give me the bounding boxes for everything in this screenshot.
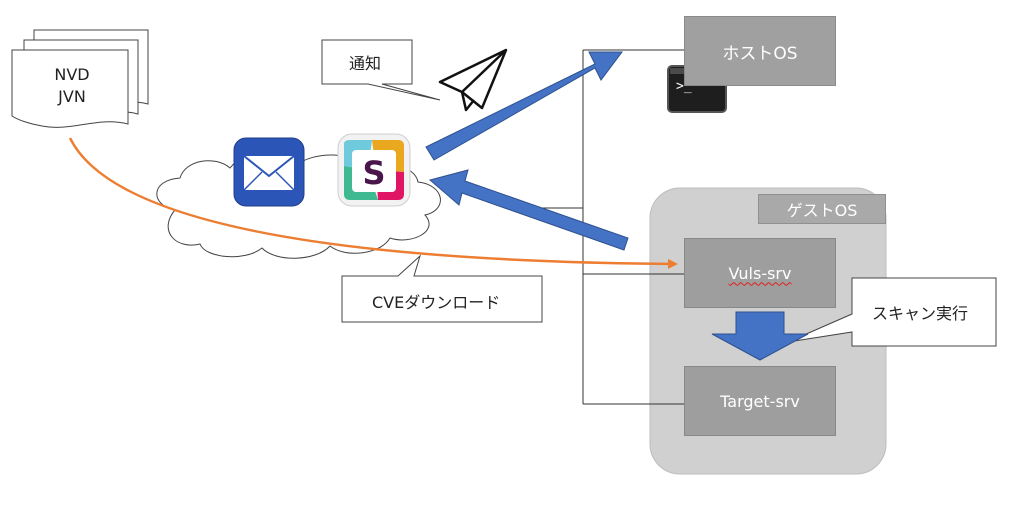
slack-icon — [337, 133, 411, 207]
callout-cve-download — [341, 254, 543, 323]
document-stack-icon — [11, 29, 149, 128]
guest-os-label: ゲストOS — [786, 201, 858, 220]
document-label-jvn: JVN — [58, 87, 86, 106]
arrow-notify-to-host — [425, 51, 623, 161]
callout-notify-label: 通知 — [349, 54, 382, 73]
callout-cve-download-label: CVEダウンロード — [372, 293, 501, 312]
paper-plane-icon — [438, 48, 508, 112]
arrow-scan-down — [711, 311, 809, 361]
host-os-label: ホストOS — [722, 43, 798, 64]
slack-letter: S — [362, 154, 385, 192]
host-os-node: ホストOS — [684, 16, 836, 86]
target-srv-label: Target-srv — [720, 391, 800, 411]
vuls-srv-node: Vuls-srv — [684, 238, 836, 308]
arrow-cve-download — [68, 137, 678, 269]
target-srv-node: Target-srv — [684, 366, 836, 436]
guest-os-title: ゲストOS — [758, 194, 886, 224]
callout-scan-exec-label: スキャン実行 — [872, 304, 969, 323]
document-label-nvd: NVD — [54, 65, 90, 84]
callout-scan-exec — [787, 277, 997, 347]
arrow-vuls-to-notify — [428, 169, 629, 251]
mail-icon — [233, 137, 305, 207]
vuls-srv-label: Vuls-srv — [728, 263, 792, 283]
callout-notify — [321, 39, 441, 101]
